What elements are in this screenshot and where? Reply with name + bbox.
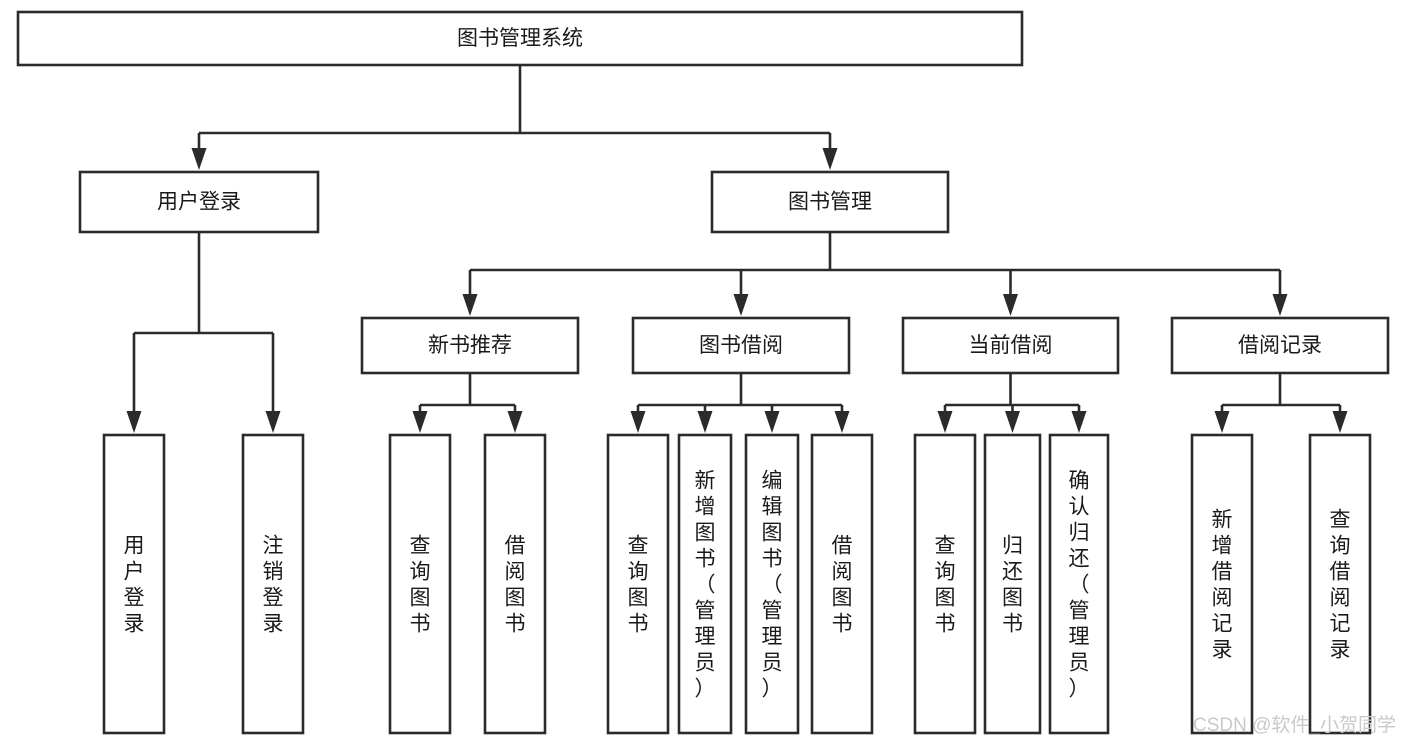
node-box-user-login (78, 170, 320, 234)
arrow-head-icon (412, 411, 428, 433)
arrow-head-icon (937, 411, 953, 433)
csdn-watermark: CSDN @软件_小贺同学 (1193, 714, 1396, 736)
node-box-leaf-query-book-1 (388, 433, 452, 735)
node-leaf-confirm-return[interactable]: 确认归还（管理员） (1048, 433, 1110, 735)
node-label-leaf-borrow-book-1: 借阅图书 (505, 534, 526, 635)
node-label-leaf-query-book-2: 查询图书 (628, 534, 649, 635)
node-leaf-user-logout[interactable]: 注销登录 (241, 433, 305, 735)
node-book-manage[interactable]: 图书管理 (710, 170, 950, 234)
node-leaf-borrow-book-2[interactable]: 借阅图书 (810, 433, 874, 735)
node-box-leaf-user-login (102, 433, 166, 735)
node-box-leaf-borrow-book-1 (483, 433, 547, 735)
node-layer: 图书管理系统用户登录图书管理新书推荐图书借阅当前借阅借阅记录用户登录注销登录查询… (16, 10, 1390, 735)
arrow-head-icon (126, 411, 142, 433)
node-leaf-borrow-book-1[interactable]: 借阅图书 (483, 433, 547, 735)
node-leaf-query-book-1[interactable]: 查询图书 (388, 433, 452, 735)
arrow-head-icon (733, 294, 749, 316)
node-label-leaf-user-login: 用户登录 (124, 534, 145, 635)
node-leaf-user-login[interactable]: 用户登录 (102, 433, 166, 735)
node-label-leaf-user-logout: 注销登录 (263, 534, 284, 635)
arrow-head-icon (507, 411, 523, 433)
node-box-leaf-borrow-book-2 (810, 433, 874, 735)
arrow-head-icon (822, 148, 838, 170)
arrow-head-icon (1005, 411, 1020, 433)
node-box-leaf-query-record (1308, 433, 1372, 735)
node-box-leaf-return-book (983, 433, 1042, 735)
node-box-leaf-add-book (677, 433, 733, 735)
node-borrow-record[interactable]: 借阅记录 (1170, 316, 1390, 375)
arrow-head-icon (1003, 294, 1018, 316)
arrow-head-icon (630, 411, 646, 433)
node-box-leaf-query-book-2 (606, 433, 670, 735)
node-box-leaf-query-book-3 (913, 433, 977, 735)
arrow-head-icon (834, 411, 850, 433)
arrow-head-icon (697, 411, 713, 433)
node-label-undefined: 图书管理系统 (457, 27, 583, 50)
node-label-book-borrow: 图书借阅 (699, 334, 783, 357)
node-box-new-book-recommend (360, 316, 580, 375)
arrow-head-icon (265, 411, 281, 433)
node-box-leaf-confirm-return (1048, 433, 1110, 735)
arrow-head-icon (764, 411, 780, 433)
node-box-borrow-record (1170, 316, 1390, 375)
arrow-head-icon (1332, 411, 1348, 433)
node-label-leaf-add-record: 新增借阅记录 (1212, 508, 1233, 661)
node-label-leaf-borrow-book-2: 借阅图书 (832, 534, 853, 635)
node-label-new-book-recommend: 新书推荐 (428, 334, 512, 357)
node-label-leaf-return-book: 归还图书 (1002, 534, 1023, 635)
node-current-borrow[interactable]: 当前借阅 (901, 316, 1120, 375)
node-undefined[interactable]: 图书管理系统 (16, 10, 1024, 67)
node-new-book-recommend[interactable]: 新书推荐 (360, 316, 580, 375)
node-label-user-login: 用户登录 (157, 191, 241, 214)
node-label-leaf-add-book: 新增图书（管理员） (695, 469, 716, 700)
node-leaf-return-book[interactable]: 归还图书 (983, 433, 1042, 735)
node-box-current-borrow (901, 316, 1120, 375)
node-label-leaf-edit-book: 编辑图书（管理员） (762, 469, 783, 700)
arrow-head-icon (1071, 411, 1087, 433)
node-box-leaf-user-logout (241, 433, 305, 735)
connector-layer (126, 65, 1348, 433)
arrow-head-icon (462, 294, 478, 316)
arrow-head-icon (1214, 411, 1230, 433)
node-label-leaf-confirm-return: 确认归还（管理员） (1069, 469, 1090, 700)
node-user-login[interactable]: 用户登录 (78, 170, 320, 234)
node-leaf-add-book[interactable]: 新增图书（管理员） (677, 433, 733, 735)
node-leaf-query-book-3[interactable]: 查询图书 (913, 433, 977, 735)
node-leaf-query-book-2[interactable]: 查询图书 (606, 433, 670, 735)
node-label-leaf-query-record: 查询借阅记录 (1330, 508, 1351, 661)
node-box-leaf-edit-book (744, 433, 800, 735)
node-leaf-query-record[interactable]: 查询借阅记录 (1308, 433, 1372, 735)
node-leaf-edit-book[interactable]: 编辑图书（管理员） (744, 433, 800, 735)
arrow-head-icon (1272, 294, 1288, 316)
node-label-current-borrow: 当前借阅 (969, 334, 1053, 357)
node-label-book-manage: 图书管理 (788, 191, 872, 214)
node-box-leaf-add-record (1190, 433, 1254, 735)
node-book-borrow[interactable]: 图书借阅 (631, 316, 851, 375)
arrow-head-icon (191, 148, 207, 170)
node-box-book-manage (710, 170, 950, 234)
node-label-leaf-query-book-1: 查询图书 (410, 534, 431, 635)
node-label-leaf-query-book-3: 查询图书 (935, 534, 956, 635)
node-label-borrow-record: 借阅记录 (1238, 334, 1322, 357)
node-box-book-borrow (631, 316, 851, 375)
node-box-undefined (16, 10, 1024, 67)
node-leaf-add-record[interactable]: 新增借阅记录 (1190, 433, 1254, 735)
